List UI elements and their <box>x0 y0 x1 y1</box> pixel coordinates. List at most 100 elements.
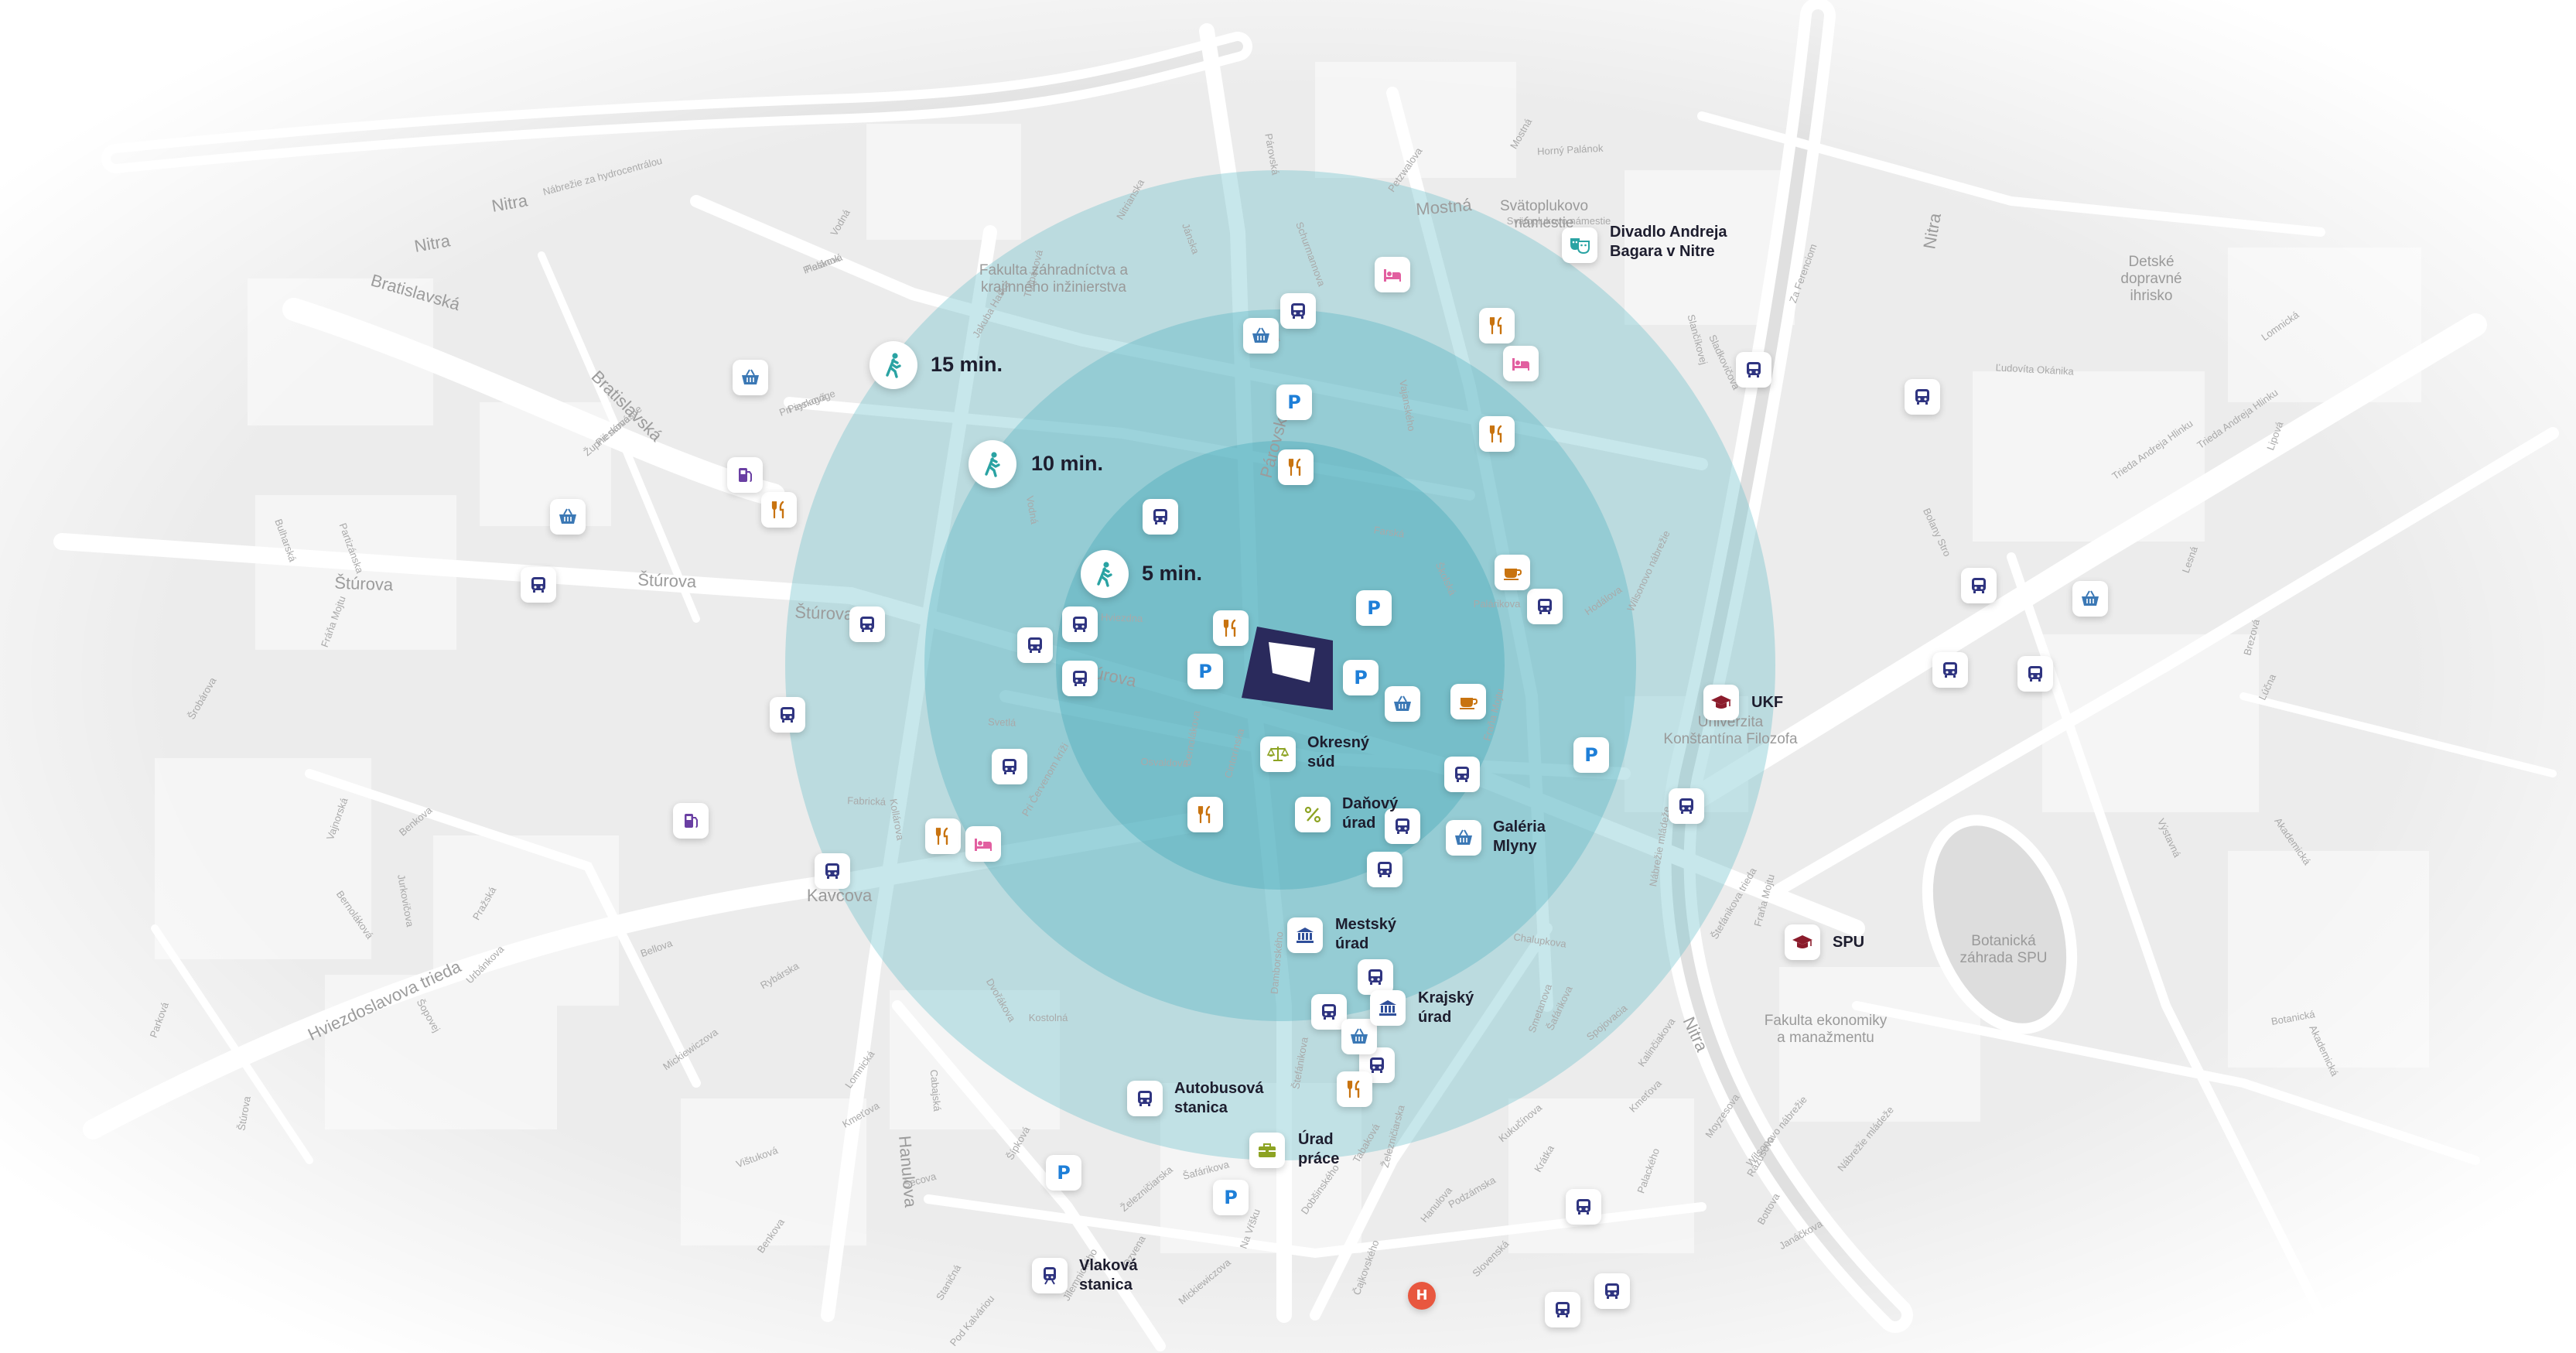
percent-icon[interactable] <box>1295 797 1331 832</box>
bus-stop-icon[interactable] <box>1367 852 1402 887</box>
street-name: Svetlá <box>988 716 1016 728</box>
restaurant-icon[interactable] <box>1337 1071 1372 1107</box>
parking-icon[interactable]: P <box>1187 654 1223 689</box>
bus-stop-icon[interactable] <box>1385 808 1420 844</box>
government-building-icon[interactable] <box>1370 990 1406 1026</box>
graduation-cap-icon[interactable] <box>1703 685 1739 720</box>
briefcase-icon[interactable] <box>1249 1133 1285 1168</box>
graduation-cap-icon[interactable] <box>1785 924 1820 960</box>
parking-icon[interactable]: P <box>1356 590 1392 626</box>
bus-stop-icon[interactable] <box>1905 379 1940 415</box>
parking-icon[interactable]: P <box>1046 1155 1081 1191</box>
government-building-icon[interactable] <box>1287 917 1323 953</box>
office-building-icon[interactable] <box>1242 627 1333 710</box>
bus-stop-icon[interactable] <box>2017 656 2053 692</box>
shopping-basket-icon[interactable] <box>733 360 768 395</box>
parking-icon[interactable]: P <box>1276 384 1312 420</box>
hospital-icon[interactable]: H <box>1408 1282 1436 1310</box>
street-name: Štúrova <box>637 570 697 592</box>
restaurant-icon[interactable] <box>1479 416 1515 452</box>
street-name: Vodná <box>1024 495 1040 526</box>
walk-time-label: 15 min. <box>931 353 1003 376</box>
street-name: Cabajská <box>928 1069 944 1112</box>
restaurant-icon[interactable] <box>1187 797 1223 832</box>
street-name: Fabrická <box>847 794 887 808</box>
hotel-icon[interactable] <box>1375 257 1410 292</box>
hotel-icon[interactable] <box>1503 346 1539 381</box>
walking-person-icon <box>869 341 917 389</box>
restaurant-icon[interactable] <box>761 492 797 528</box>
bus-stop-icon[interactable] <box>770 697 805 733</box>
bus-stop-icon[interactable] <box>815 853 850 889</box>
landmark-label-galeria-mlyny: Galéria Mlyny <box>1493 818 1546 855</box>
walk-time-label: 10 min. <box>1031 452 1104 475</box>
fuel-station-icon[interactable] <box>727 457 763 493</box>
shopping-basket-icon[interactable] <box>1385 686 1420 722</box>
street-name: Ľudovíta Okánika <box>1995 361 2075 377</box>
landmark-label-danovy-urad: Daňový úrad <box>1342 795 1399 832</box>
bus-stop-icon[interactable] <box>1311 994 1347 1030</box>
landmark-label-ukf: UKF <box>1751 694 1784 711</box>
bus-stop-icon[interactable] <box>521 567 556 603</box>
hotel-icon[interactable] <box>965 826 1001 862</box>
bus-stop-icon[interactable] <box>1545 1292 1580 1327</box>
bus-stop-icon[interactable] <box>1358 959 1393 995</box>
street-name: Štúrova <box>794 603 854 624</box>
train-icon[interactable] <box>1032 1258 1068 1293</box>
shopping-basket-icon[interactable] <box>1243 318 1279 354</box>
cafe-icon[interactable] <box>1495 555 1530 590</box>
parking-icon[interactable]: P <box>1573 737 1609 773</box>
bus-stop-icon[interactable] <box>1566 1189 1601 1225</box>
cafe-icon[interactable] <box>1450 684 1486 719</box>
street-name: Hviezdna <box>1101 611 1143 624</box>
landmark-label-urad-prace: Úrad práce <box>1298 1131 1340 1167</box>
walking-person-icon <box>1081 550 1129 598</box>
shopping-basket-icon[interactable] <box>1446 820 1481 856</box>
street-name: Štúrova <box>334 573 394 595</box>
bus-stop-icon[interactable] <box>1280 293 1316 329</box>
bus-stop-icon[interactable] <box>992 749 1027 784</box>
shopping-basket-icon[interactable] <box>1341 1019 1377 1054</box>
bus-stop-icon[interactable] <box>1527 589 1563 624</box>
landmark-label-autobusova-stanica: Autobusová stanica <box>1174 1080 1264 1116</box>
walking-person-icon <box>969 440 1016 488</box>
restaurant-icon[interactable] <box>1213 610 1249 646</box>
theatre-masks-icon[interactable] <box>1562 227 1597 263</box>
restaurant-icon[interactable] <box>1479 308 1515 343</box>
landmark-label-spu: SPU <box>1833 934 1865 951</box>
landmark-label-okresny-sud: Okresný súd <box>1307 734 1370 770</box>
bus-stop-icon[interactable] <box>1017 627 1053 663</box>
bus-stop-icon[interactable] <box>1444 757 1480 792</box>
parking-icon[interactable]: P <box>1213 1180 1249 1215</box>
fuel-station-icon[interactable] <box>673 803 709 839</box>
bus-stop-icon[interactable] <box>1669 788 1704 824</box>
street-name: Damborského <box>1269 931 1286 995</box>
street-name: Kostolná <box>1029 1012 1068 1023</box>
shopping-basket-icon[interactable] <box>550 499 586 535</box>
bus-stop-icon[interactable] <box>1062 606 1098 642</box>
walk-time-label: 5 min. <box>1142 562 1203 585</box>
bus-stop-icon[interactable] <box>1736 352 1771 388</box>
bus-stop-icon[interactable] <box>1961 568 1997 603</box>
restaurant-icon[interactable] <box>1278 449 1314 485</box>
bus-stop-icon[interactable] <box>1143 499 1178 535</box>
bus-stop-icon[interactable] <box>1594 1273 1630 1309</box>
bus-stop-icon[interactable] <box>1062 661 1098 696</box>
landmark-label-vlakova-stanica: Vlaková stanica <box>1079 1257 1138 1293</box>
bus-stop-icon[interactable] <box>849 606 885 642</box>
street-name: Horný Palánok <box>1537 142 1604 157</box>
bus-stop-icon[interactable] <box>1932 652 1968 688</box>
parking-icon[interactable]: P <box>1343 660 1379 695</box>
scales-icon[interactable] <box>1260 736 1296 772</box>
shopping-basket-icon[interactable] <box>2072 581 2108 617</box>
street-name: Kavcova <box>807 886 873 905</box>
bus-icon[interactable] <box>1127 1081 1163 1116</box>
restaurant-icon[interactable] <box>925 818 961 854</box>
